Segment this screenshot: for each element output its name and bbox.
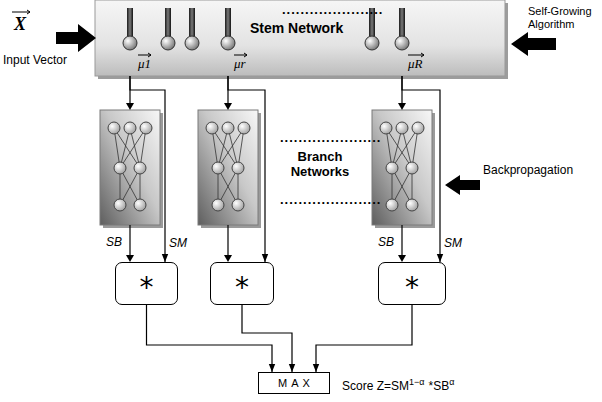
branch-network — [198, 110, 261, 228]
ellipsis: ...................... — [280, 194, 381, 206]
product-box: * — [210, 262, 274, 305]
signal-name: SB — [106, 236, 122, 250]
connector — [147, 305, 273, 372]
ellipsis: ...................... — [280, 132, 381, 144]
connector — [402, 76, 440, 262]
product-box: * — [378, 262, 446, 305]
formula-exponent: α — [449, 377, 454, 387]
box-title: Stem Network — [250, 20, 343, 36]
self-growing-arrow — [511, 32, 556, 56]
box-label: MAX — [278, 377, 314, 389]
connector — [228, 76, 265, 262]
vector-arrows — [12, 10, 424, 57]
connector-label: SM — [168, 236, 188, 250]
product-box: * — [115, 262, 178, 305]
backprop-arrow — [445, 175, 480, 195]
branch-network — [372, 110, 435, 228]
group-label: Branch Networks — [275, 150, 365, 180]
input-caption: Input Vector — [3, 54, 67, 68]
connector — [242, 305, 292, 372]
formula-exponent: 1−α — [409, 377, 424, 387]
stem-panel — [95, 0, 505, 76]
branch-wires — [126, 76, 406, 262]
formula-part: Score Z=SM — [342, 379, 409, 393]
branch-network — [100, 110, 163, 228]
signal-name: SB — [378, 236, 394, 250]
center-vector: μR — [408, 57, 422, 72]
input-arrow — [56, 24, 96, 52]
connector-label: SM — [443, 236, 463, 250]
connector — [130, 76, 165, 262]
center-vector: μr — [234, 57, 246, 72]
algorithm-label: Self-Growing Algorithm — [528, 5, 598, 31]
ellipsis: ...................... — [282, 4, 383, 16]
box-label: * — [235, 265, 249, 302]
connector — [316, 305, 412, 372]
center-vector: μ1 — [138, 57, 151, 72]
algorithm-label: Backpropagation — [483, 164, 573, 178]
input-symbol: X — [14, 14, 26, 35]
max-box: MAX — [258, 372, 330, 394]
formula-part: *SB — [429, 379, 450, 393]
box-label: * — [140, 265, 154, 302]
score-formula: Score Z=SM1−α *SBα — [342, 377, 454, 393]
box-label: * — [405, 265, 419, 302]
